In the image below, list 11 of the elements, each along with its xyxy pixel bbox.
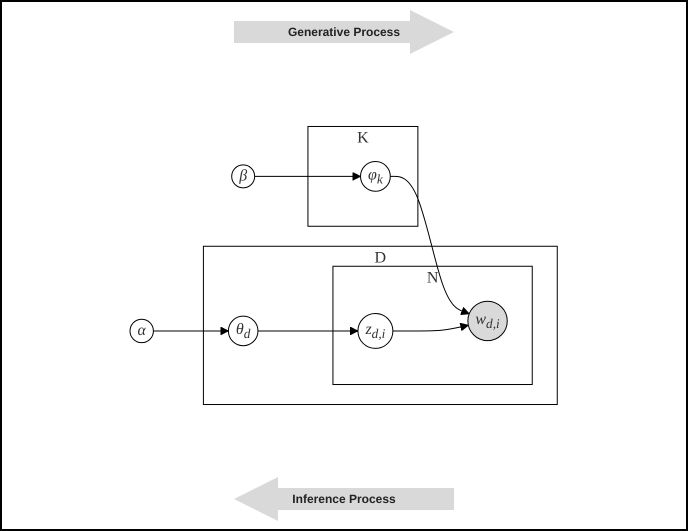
arrow	[390, 176, 470, 316]
node-circle: θ$_{d}$	[228, 316, 259, 346]
node-circle: z$_{d,i}$	[358, 312, 394, 349]
arrow	[258, 326, 359, 336]
node-circle: α	[130, 318, 154, 344]
node-circle: β	[232, 164, 256, 188]
node-circle: w$_{d,i}$	[468, 300, 508, 342]
node-circle: φ$_{k}$	[360, 160, 392, 192]
arrow	[392, 322, 470, 332]
arrow	[254, 172, 362, 181]
arrow	[153, 326, 230, 336]
